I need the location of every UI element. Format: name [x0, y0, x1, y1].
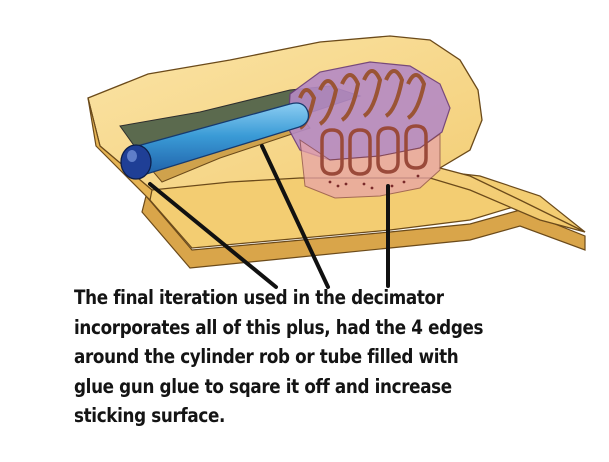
diagram-caption: The final iteration used in the decimato… [74, 283, 530, 431]
caption-line: glue gun glue to sqare it off and increa… [74, 372, 530, 402]
caption-line: incorporates all of this plus, had the 4… [74, 313, 530, 343]
caption-line: around the cylinder rob or tube filled w… [74, 342, 530, 372]
rod-end-cap [121, 145, 151, 179]
caption-line: sticking surface. [74, 401, 530, 431]
caption-line: The final iteration used in the decimato… [74, 283, 530, 313]
